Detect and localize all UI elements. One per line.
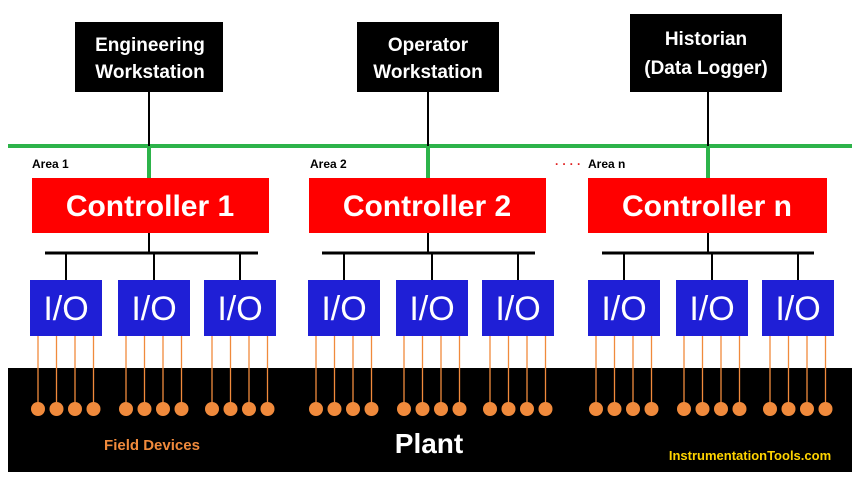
field-device-n-1-4 (644, 402, 659, 416)
field-device-1-3-3 (242, 402, 256, 416)
io-module-n-3-label: I/O (775, 290, 820, 328)
field-device-1-2-2 (137, 402, 152, 416)
field-device-2-1-2 (327, 402, 342, 416)
io-module-1-1-label: I/O (43, 290, 88, 328)
controller-n-label: Controller n (622, 190, 792, 223)
field-device-1-1-2 (49, 402, 64, 416)
field-device-2-3-2 (501, 402, 516, 416)
field-device-2-3-3 (520, 402, 534, 416)
field-device-2-3-1 (483, 402, 497, 416)
field-device-n-3-1 (763, 402, 777, 416)
field-device-1-1-3 (68, 402, 82, 416)
area-n-prefix-dots: · · · · (555, 157, 581, 171)
field-device-n-1-3 (626, 402, 640, 416)
field-device-1-1-4 (86, 402, 101, 416)
field-device-n-2-4 (732, 402, 747, 416)
controller-n: Controller n (588, 178, 827, 233)
io-module-1-1 (30, 280, 102, 336)
io-module-2-3-label: I/O (495, 290, 540, 328)
controller-1: Controller 1 (32, 178, 269, 233)
field-device-n-3-4 (818, 402, 833, 416)
controller-1-label: Controller 1 (66, 190, 234, 223)
io-module-2-3 (482, 280, 554, 336)
historian-line1: Historian (665, 29, 747, 50)
engineering-workstation-line1: Engineering (95, 35, 205, 56)
field-device-1-3-4 (260, 402, 275, 416)
io-layer: I/O I/O I/O I/O I/O I/O I/O I/O I/O (30, 233, 834, 416)
field-device-1-3-1 (205, 402, 219, 416)
io-module-2-2 (396, 280, 468, 336)
field-device-1-2-3 (156, 402, 170, 416)
historian-line2: (Data Logger) (644, 58, 768, 79)
io-module-1-2 (118, 280, 190, 336)
io-module-n-1-label: I/O (601, 290, 646, 328)
field-device-2-1-4 (364, 402, 379, 416)
io-module-n-2-label: I/O (689, 290, 734, 328)
field-device-1-2-4 (174, 402, 189, 416)
io-module-2-2-label: I/O (409, 290, 454, 328)
field-device-2-1-1 (309, 402, 323, 416)
engineering-workstation: Engineering Workstation (75, 22, 223, 146)
field-device-n-2-2 (695, 402, 710, 416)
field-device-n-1-1 (589, 402, 603, 416)
area-n-label: Area n (588, 157, 625, 171)
historian-data-logger: Historian (Data Logger) (630, 14, 782, 146)
field-device-n-3-3 (800, 402, 814, 416)
plant-band (8, 368, 852, 472)
plant-label: Plant (395, 428, 463, 459)
field-devices-label: Field Devices (104, 437, 200, 454)
io-module-1-2-label: I/O (131, 290, 176, 328)
controller-2: Controller 2 (309, 178, 546, 233)
field-device-n-1-2 (607, 402, 622, 416)
field-device-1-3-2 (223, 402, 238, 416)
controller-2-label: Controller 2 (343, 190, 511, 223)
field-device-2-2-1 (397, 402, 411, 416)
io-module-1-3 (204, 280, 276, 336)
field-device-1-2-1 (119, 402, 133, 416)
io-module-n-1 (588, 280, 660, 336)
field-device-2-2-3 (434, 402, 448, 416)
io-module-1-3-label: I/O (217, 290, 262, 328)
field-device-n-3-2 (781, 402, 796, 416)
operator-workstation-line1: Operator (388, 35, 469, 56)
operator-workstation-line2: Workstation (373, 62, 482, 83)
field-device-n-2-3 (714, 402, 728, 416)
field-device-n-2-1 (677, 402, 691, 416)
io-module-n-3 (762, 280, 834, 336)
field-device-2-2-2 (415, 402, 430, 416)
operator-workstation: Operator Workstation (357, 22, 499, 146)
field-device-2-3-4 (538, 402, 553, 416)
io-module-2-1-label: I/O (321, 290, 366, 328)
field-device-2-1-3 (346, 402, 360, 416)
area-2-label: Area 2 (310, 157, 347, 171)
io-module-2-1 (308, 280, 380, 336)
field-device-1-1-1 (31, 402, 45, 416)
io-module-n-2 (676, 280, 748, 336)
watermark: InstrumentationTools.com (669, 448, 831, 463)
area-1-label: Area 1 (32, 157, 69, 171)
engineering-workstation-line2: Workstation (95, 62, 204, 83)
field-device-2-2-4 (452, 402, 467, 416)
